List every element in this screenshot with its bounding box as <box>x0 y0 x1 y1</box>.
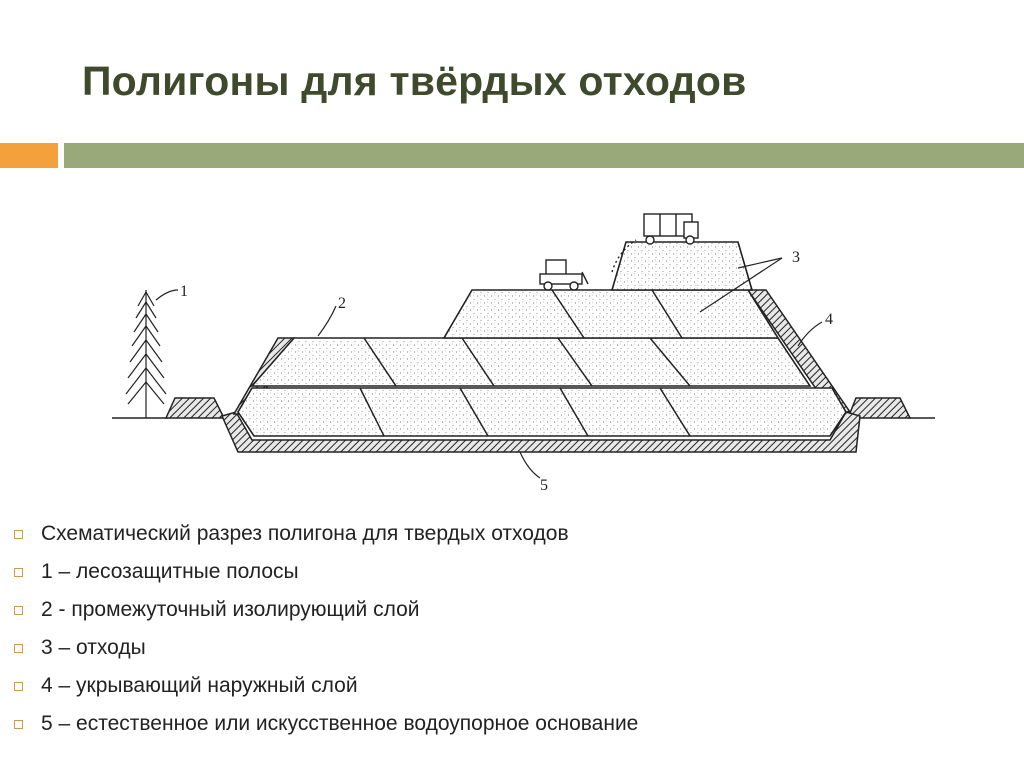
callout-5: 5 <box>540 477 548 494</box>
tree-icon <box>125 290 167 418</box>
legend-item-1: 1 – лесозащитные полосы <box>41 560 299 583</box>
callout-leaders <box>155 257 823 479</box>
bullet-square-icon <box>14 567 23 577</box>
callout-2: 2 <box>338 295 346 312</box>
accent-bar-green <box>64 143 1024 168</box>
waste-tier-lower <box>237 387 847 437</box>
list-item: 5 – естественное или искусственное водоу… <box>12 705 1012 743</box>
callout-3: 3 <box>792 249 800 266</box>
list-item: 2 - промежуточный изолирующий слой <box>12 591 1012 629</box>
landfill-cross-section-diagram: 1 2 3 4 5 <box>112 213 935 494</box>
cell-dividers <box>359 289 691 437</box>
garbage-truck-icon <box>611 213 699 273</box>
bullet-square-icon <box>14 719 23 729</box>
legend-list: Схематический разрез полигона для тверды… <box>12 515 1012 743</box>
legend-item-2: 2 - промежуточный изолирующий слой <box>41 598 420 621</box>
list-item: Схематический разрез полигона для тверды… <box>12 515 1012 553</box>
legend-caption: Схематический разрез полигона для тверды… <box>41 522 569 545</box>
accent-bar-orange <box>0 143 58 168</box>
waste-tier-upper <box>442 289 780 339</box>
bullet-square-icon <box>14 605 23 615</box>
legend-item-4: 4 – укрывающий наружный слой <box>41 674 358 697</box>
page-title: Полигоны для твёрдых отходов <box>82 58 747 104</box>
list-item: 1 – лесозащитные полосы <box>12 553 1012 591</box>
legend-item-5: 5 – естественное или искусственное водоу… <box>41 712 639 735</box>
list-item: 3 – отходы <box>12 629 1012 667</box>
callout-1: 1 <box>180 283 188 300</box>
right-embankment <box>846 397 912 419</box>
bulldozer-icon <box>539 259 589 291</box>
list-item: 4 – укрывающий наружный слой <box>12 667 1012 705</box>
legend-item-3: 3 – отходы <box>41 636 146 659</box>
bullet-square-icon <box>14 643 23 653</box>
left-embankment <box>164 397 226 419</box>
waste-tier-middle <box>250 337 812 387</box>
cover-layer-right <box>746 289 852 413</box>
waste-tier-top <box>610 241 754 291</box>
callout-4: 4 <box>825 311 833 328</box>
bullet-square-icon <box>14 529 23 539</box>
bullet-square-icon <box>14 681 23 691</box>
